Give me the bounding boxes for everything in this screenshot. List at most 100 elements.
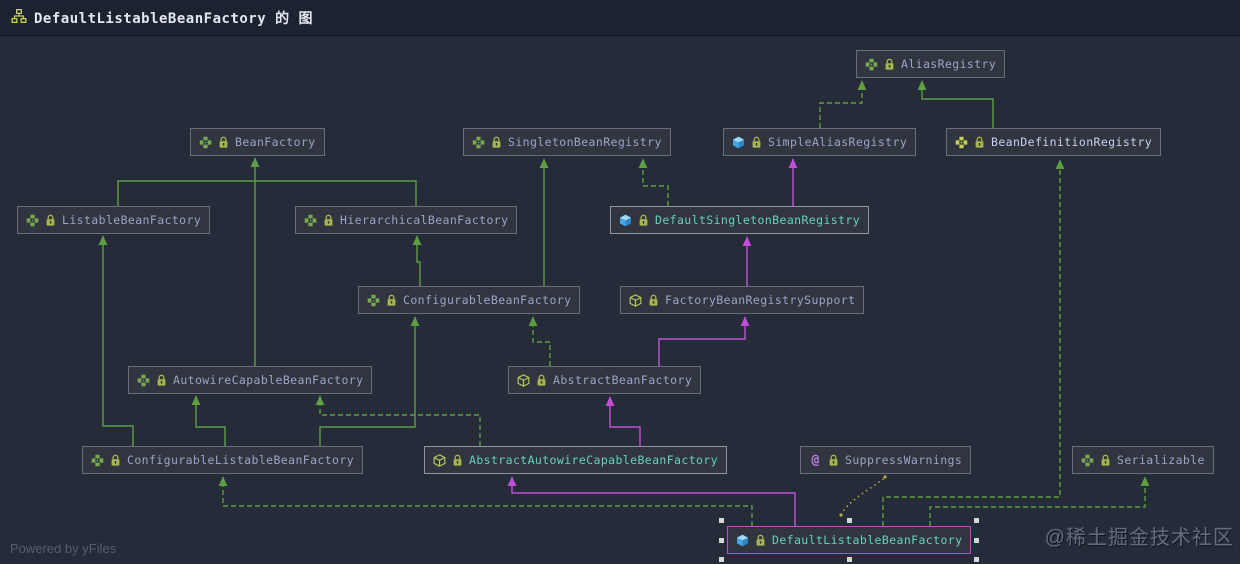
lock-icon <box>1099 454 1112 467</box>
node-label: ListableBeanFactory <box>62 213 202 227</box>
edge-HierarchicalBeanFactory-to-BeanFactory <box>255 180 417 206</box>
edge-BeanDefinitionRegistry-to-AliasRegistry <box>917 80 994 128</box>
edge-ListableBeanFactory-to-BeanFactory <box>117 157 260 206</box>
node-AutowireCapableBeanFactory[interactable]: AutowireCapableBeanFactory <box>128 366 373 394</box>
selection-handle[interactable] <box>846 518 852 523</box>
node-label: SimpleAliasRegistry <box>768 135 908 149</box>
selection-handle[interactable] <box>974 537 979 543</box>
lock-icon <box>44 214 57 227</box>
interface-icon <box>367 294 380 307</box>
node-label: AbstractBeanFactory <box>553 373 693 387</box>
node-label: FactoryBeanRegistrySupport <box>665 293 856 307</box>
class-icon <box>732 136 745 149</box>
powered-by-label: Powered by yFiles <box>10 541 117 556</box>
node-ListableBeanFactory[interactable]: ListableBeanFactory <box>17 206 211 234</box>
interface-icon <box>91 454 104 467</box>
annotation-icon: @ <box>811 452 820 468</box>
lock-icon <box>973 136 986 149</box>
edge-DefaultSingletonBeanRegistry-to-SingletonBeanRegistry <box>638 158 669 206</box>
node-label: BeanDefinitionRegistry <box>991 135 1153 149</box>
node-label: AliasRegistry <box>901 57 997 71</box>
edge-DefaultListableBeanFactory-to-Serializable <box>929 476 1150 526</box>
node-label: HierarchicalBeanFactory <box>340 213 509 227</box>
interface-icon <box>865 58 878 71</box>
node-label: ConfigurableListableBeanFactory <box>127 453 355 467</box>
lock-icon <box>827 454 840 467</box>
lock-icon <box>754 534 767 547</box>
edge-ConfigurableListableBeanFactory-to-ConfigurableBeanFactory <box>319 316 420 446</box>
node-label: BeanFactory <box>235 135 316 149</box>
node-label: DefaultListableBeanFactory <box>772 533 963 547</box>
lock-icon <box>637 214 650 227</box>
edge-SimpleAliasRegistry-to-AliasRegistry <box>819 80 867 128</box>
page-title: DefaultListableBeanFactory 的 图 <box>34 10 314 27</box>
node-BeanFactory[interactable]: BeanFactory <box>190 128 325 156</box>
node-AliasRegistry[interactable]: AliasRegistry <box>856 50 1006 78</box>
lock-icon <box>490 136 503 149</box>
selection-handle[interactable] <box>974 518 979 523</box>
lock-icon <box>109 454 122 467</box>
node-ConfigurableListableBeanFactory[interactable]: ConfigurableListableBeanFactory <box>82 446 364 474</box>
node-label: AbstractAutowireCapableBeanFactory <box>469 453 719 467</box>
lock-icon <box>385 294 398 307</box>
edge-AbstractAutowireCapableBeanFactory-to-AutowireCapableBeanFactory <box>315 395 481 446</box>
node-HierarchicalBeanFactory[interactable]: HierarchicalBeanFactory <box>295 206 518 234</box>
interface-icon <box>1081 454 1094 467</box>
node-label: AutowireCapableBeanFactory <box>173 373 364 387</box>
lock-icon <box>883 58 896 71</box>
abstract-class-icon <box>629 293 642 307</box>
edge-ConfigurableListableBeanFactory-to-AutowireCapableBeanFactory <box>191 395 226 446</box>
node-label: DefaultSingletonBeanRegistry <box>655 213 861 227</box>
class-icon <box>619 214 632 227</box>
node-AbstractAutowireCapableBeanFactory[interactable]: AbstractAutowireCapableBeanFactory <box>424 446 728 474</box>
edge-DefaultListableBeanFactory-to-AbstractAutowireCapableBeanFactory <box>507 476 796 526</box>
edge-endpoint-dot <box>839 513 843 517</box>
node-SingletonBeanRegistry[interactable]: SingletonBeanRegistry <box>463 128 671 156</box>
edge-AbstractAutowireCapableBeanFactory-to-AbstractBeanFactory <box>605 396 641 446</box>
node-SuppressWarnings[interactable]: @ SuppressWarnings <box>800 446 972 474</box>
diagram-hierarchy-icon <box>11 8 27 28</box>
node-DefaultListableBeanFactory[interactable]: DefaultListableBeanFactory <box>727 526 972 554</box>
node-FactoryBeanRegistrySupport[interactable]: FactoryBeanRegistrySupport <box>620 286 865 314</box>
edge-AbstractBeanFactory-to-FactoryBeanRegistrySupport <box>658 316 750 366</box>
interface-icon <box>26 214 39 227</box>
edge-endpoint-dot <box>883 475 887 479</box>
edge-DefaultListableBeanFactory-to-SuppressWarnings <box>840 477 886 516</box>
selection-handle[interactable] <box>719 518 724 523</box>
class-icon <box>736 534 749 547</box>
edge-ConfigurableBeanFactory-to-HierarchicalBeanFactory <box>412 235 422 286</box>
edge-DefaultListableBeanFactory-to-ConfigurableListableBeanFactory <box>218 476 753 526</box>
lock-icon <box>217 136 230 149</box>
selection-handle[interactable] <box>974 557 979 562</box>
node-label: SuppressWarnings <box>845 453 963 467</box>
lock-icon <box>322 214 335 227</box>
node-label: SingletonBeanRegistry <box>508 135 662 149</box>
lock-icon <box>750 136 763 149</box>
lock-icon <box>647 294 660 307</box>
lock-icon <box>155 374 168 387</box>
diagram-title-bar: DefaultListableBeanFactory 的 图 <box>0 0 1240 36</box>
selection-handle[interactable] <box>846 557 852 562</box>
lock-icon <box>535 374 548 387</box>
node-SimpleAliasRegistry[interactable]: SimpleAliasRegistry <box>723 128 917 156</box>
node-ConfigurableBeanFactory[interactable]: ConfigurableBeanFactory <box>358 286 581 314</box>
node-Serializable[interactable]: Serializable <box>1072 446 1214 474</box>
node-BeanDefinitionRegistry[interactable]: BeanDefinitionRegistry <box>946 128 1162 156</box>
interface-icon <box>137 374 150 387</box>
node-label: Serializable <box>1117 453 1205 467</box>
node-DefaultSingletonBeanRegistry[interactable]: DefaultSingletonBeanRegistry <box>610 206 870 234</box>
abstract-class-icon <box>433 453 446 467</box>
interface-icon <box>199 136 212 149</box>
edge-AbstractBeanFactory-to-ConfigurableBeanFactory <box>528 316 551 366</box>
interface-icon <box>955 136 968 149</box>
watermark: @稀土掘金技术社区 <box>1044 527 1234 549</box>
selection-handle[interactable] <box>719 557 724 562</box>
node-AbstractBeanFactory[interactable]: AbstractBeanFactory <box>508 366 702 394</box>
selection-handle[interactable] <box>719 537 724 543</box>
edge-ConfigurableListableBeanFactory-to-ListableBeanFactory <box>98 235 134 446</box>
interface-icon <box>304 214 317 227</box>
interface-icon <box>472 136 485 149</box>
